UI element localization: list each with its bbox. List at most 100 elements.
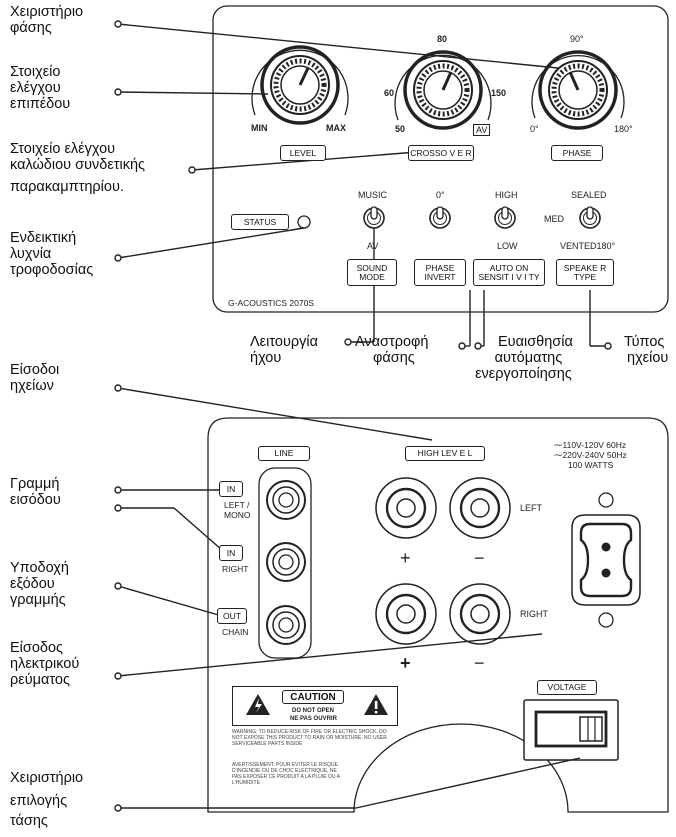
speaker-type-label-2: TYPE [573,271,597,282]
power-led [297,215,311,229]
callout-crossover-control: Στοιχείο ελέγχου καλώδιου συνδετικής παρ… [10,141,145,195]
line-label: LINE [258,446,310,461]
speaker-type-top: SEALED [571,190,607,200]
callout-phase-invert: Αναστροφή φάσης [355,334,429,366]
warning-french: AVERTISSEMENT: POUR EVITER LE RISQUE D'I… [232,762,340,786]
phase-knob[interactable] [531,50,625,130]
callout-line: τάσης [10,813,48,829]
level-max-label: MAX [326,123,346,133]
speaker-type-switch[interactable] [579,206,601,229]
phase-invert-top: 0° [436,190,445,200]
phase-0-label: 0° [530,124,539,134]
callout-line-out: Υποδοχή εξόδου γραμμής [10,560,69,608]
callout-line: ηχείου [627,350,669,366]
sound-mode-bottom: AV [367,241,379,251]
leader-dots [114,20,612,812]
callout-line: Χειριστήριο [10,770,84,786]
callout-line: λυχνία [10,246,52,262]
callout-line: φάσης [10,20,52,36]
callout-line: ηλεκτρικού [10,656,80,672]
callout-line: Ευαισθησία [498,334,573,350]
power-inlet[interactable] [571,492,641,628]
auto-on-switch[interactable] [494,206,516,229]
speaker-right-label: RIGHT [520,609,548,619]
callout-line: εξόδου [10,576,55,592]
speaker-left-label: LEFT [520,503,543,513]
in-right-label-text: IN [226,547,236,558]
speaker-terminal-right-plus[interactable] [375,583,437,645]
callout-auto-on: Ευαισθησία αυτόματης ενεργοποίησης [474,334,573,382]
phase-label-text: PHASE [562,147,592,158]
callout-line: Είσοδοι [10,362,60,378]
out-label: OUT [217,608,247,624]
power-spec-2: ⁓220V-240V 50Hz [554,450,627,460]
callout-speaker-type: Τύπος ηχείου [624,334,668,366]
callout-line: ηχείων [10,378,54,394]
callout-line-in: Γραμμή εισόδου [10,476,61,508]
speaker-terminal-left-minus[interactable] [449,477,511,539]
rca-jack-out[interactable] [266,605,306,645]
speaker-terminal-right-minus[interactable] [449,583,511,645]
callout-line: Στοιχείο ελέγχου [10,141,116,157]
auto-on-mid: MED [544,214,564,224]
status-label: STATUS [231,214,289,230]
sound-mode-top: MUSIC [358,190,387,200]
left-mono-label: LEFT / MONO [224,500,250,520]
callout-power-led: Ενδεικτική λυχνία τροφοδοσίας [10,230,93,278]
crossover-knob[interactable] [394,50,492,130]
power-spec-3: 100 WATTS [568,460,614,470]
status-label-text: STATUS [243,216,277,227]
callout-line: Στοιχείο [10,64,61,80]
callout-line: παρακαμπτηρίου. [10,179,124,195]
out-label-text: OUT [223,610,241,621]
callout-line: Γραμμή [10,476,60,492]
voltage-label: VOLTAGE [537,680,597,695]
phase-invert-label-2: INVERT [424,271,456,282]
power-spec-1: ⁓110V-120V 60Hz [554,440,627,450]
crossover-50-label: 50 [395,124,406,134]
crossover-80-label: 80 [437,34,448,44]
callout-line: φάσης [373,350,415,366]
level-min-label: MIN [251,123,268,133]
auto-on-top: HIGH [495,190,518,200]
left-mono-label-text: LEFT / MONO [224,500,251,520]
crossover-150-label: 150 [491,88,507,98]
minus-sign-left: − [474,548,485,568]
crossover-label: CROSSO V E R [408,145,474,161]
warning-english: WARNING: TO REDUCE RISK OF FIRE OR ELECT… [232,729,387,747]
shock-warning-icon [246,694,270,715]
rca-jack-right[interactable] [266,542,306,582]
in-left-label: IN [219,481,243,497]
callout-line: Τύπος [624,334,665,350]
ne-pas-ouvrir: NE PAS OUVRIR [290,716,337,722]
leader-lines [117,23,608,809]
speaker-type-bottom: VENTED180° [560,241,616,251]
speaker-terminal-left-plus[interactable] [375,477,437,539]
phase-invert-switch[interactable] [429,206,451,229]
chain-label: CHAIN [222,627,249,637]
level-knob[interactable] [251,45,349,125]
callout-line: τροφοδοσίας [10,262,94,278]
callout-power-input: Είσοδος ηλεκτρικού ρεύματος [10,640,79,688]
callout-line: γραμμής [10,592,66,608]
callout-line: ήχου [250,350,282,366]
in-right-label: IN [219,545,243,561]
callout-line: Είσοδος [10,640,64,656]
caution-title: CAUTION [282,690,344,704]
callout-line: ενεργοποίησης [475,366,572,382]
sound-mode-label-2: MODE [359,271,385,282]
callout-line: ρεύματος [10,672,70,688]
rca-jack-left[interactable] [266,480,306,520]
sound-mode-switch[interactable] [363,206,385,229]
crossover-label-text: CROSSO V E R [410,147,472,158]
callout-speaker-inputs: Είσοδοι ηχείων [10,362,59,394]
high-level-label: HIGH LEV E L [405,446,485,461]
voltage-switch[interactable] [523,699,619,761]
exclamation-warning-icon [364,694,388,715]
callout-voltage-selector: Χειριστήριο επιλογής τάσης [10,770,83,829]
auto-on-bottom: LOW [497,241,518,251]
model-label: G-ACOUSTICS 2070S [228,298,314,308]
